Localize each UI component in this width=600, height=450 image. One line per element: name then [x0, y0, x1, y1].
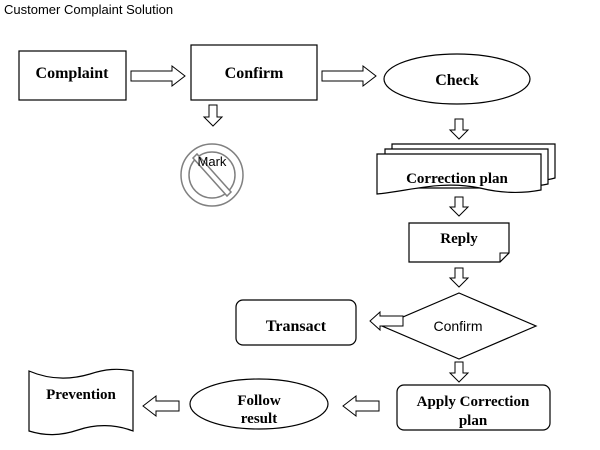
arrow-down-icon: [448, 196, 470, 217]
confirm-label: Confirm: [225, 65, 284, 82]
arrow-down-icon: [448, 361, 470, 383]
reply-node: Reply: [408, 222, 510, 263]
correction-plan-label: Correction plan: [406, 171, 508, 187]
arrow-down-icon: [202, 104, 224, 127]
arrow-right-icon: [130, 64, 186, 88]
follow-label-line1: Follow: [237, 393, 280, 409]
apply-correction-plan-node: Apply Correction plan: [396, 384, 551, 431]
check-node: Check: [383, 53, 531, 105]
arrow-left-icon: [142, 394, 180, 418]
correction-plan-node: Correction plan: [376, 143, 556, 195]
confirm-decision-label: Confirm: [433, 318, 482, 334]
page-title: Customer Complaint Solution: [4, 2, 174, 17]
arrow-left-icon: [342, 394, 380, 418]
confirm-node: Confirm: [190, 44, 318, 101]
prevention-label: Prevention: [46, 387, 116, 403]
prohibited-sign-icon: [180, 143, 244, 207]
reply-label: Reply: [440, 231, 478, 247]
follow-label-line2: result: [241, 411, 277, 427]
apply-label-line2: plan: [459, 413, 488, 429]
check-label: Check: [435, 72, 479, 89]
prevention-node: Prevention: [28, 368, 134, 436]
arrow-right-icon: [321, 64, 377, 88]
confirm-decision-node: Confirm: [380, 292, 538, 360]
transact-node: Transact: [235, 299, 357, 346]
complaint-label: Complaint: [36, 65, 110, 82]
arrow-down-icon: [448, 118, 470, 140]
complaint-node: Complaint: [18, 50, 127, 101]
apply-label-line1: Apply Correction: [417, 394, 530, 410]
mark-node: Mark: [180, 143, 244, 207]
follow-result-node: Follow result: [189, 378, 329, 430]
arrow-left-icon: [369, 310, 404, 332]
mark-label: Mark: [198, 154, 227, 169]
transact-label: Transact: [266, 318, 327, 335]
arrow-down-icon: [448, 267, 470, 288]
